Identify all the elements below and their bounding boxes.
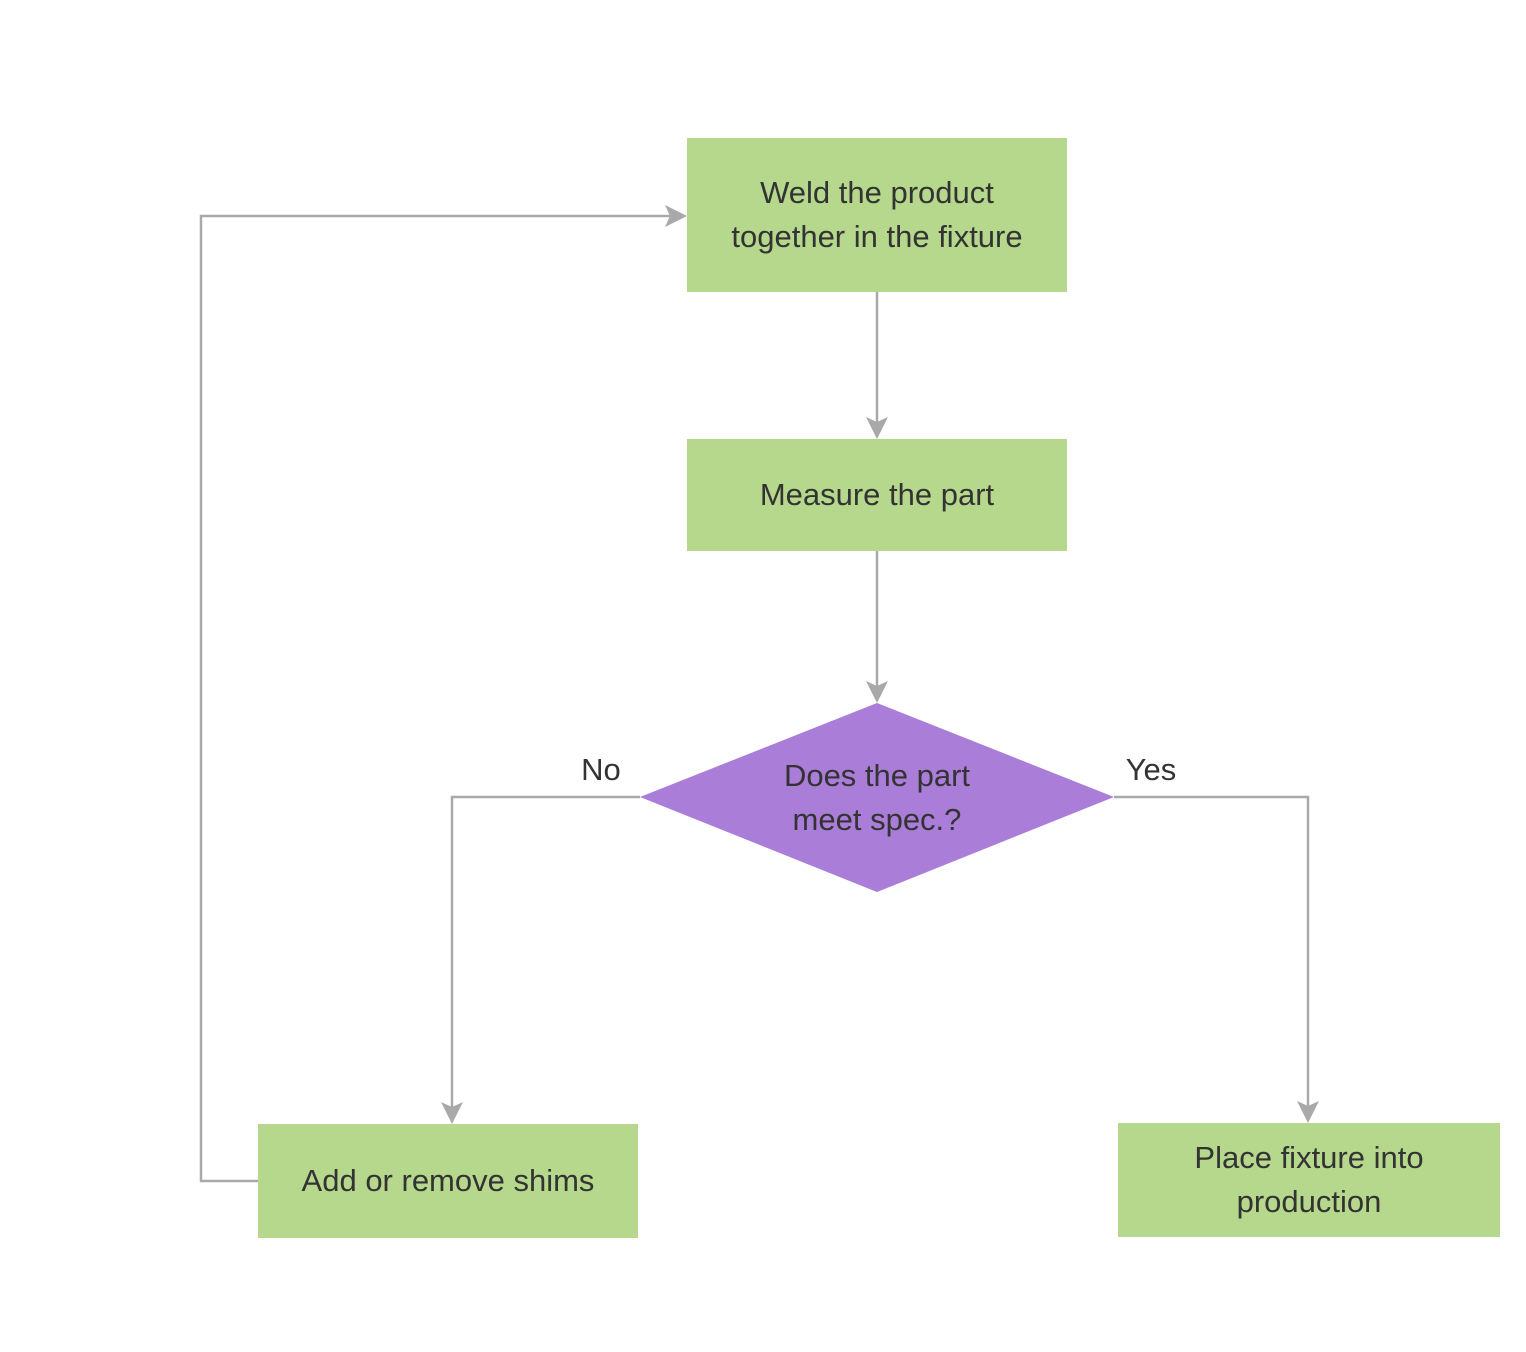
arrowhead-weld-to-measure (866, 417, 888, 439)
edge-label-no: No (581, 752, 621, 787)
arrowhead-measure-to-decision (866, 681, 888, 703)
arrowhead-shims-feedback-to-weld (665, 205, 687, 227)
edge-decision-yes-to-production (1114, 795, 1310, 1107)
edge-shims-feedback-to-weld (199, 214, 671, 1183)
node-measure-part-label: Measure the part (759, 476, 995, 512)
node-measure-part: Measure the part (687, 439, 1067, 551)
arrowhead-decision-no-to-shims (441, 1102, 463, 1124)
arrowhead-decision-yes-to-production (1297, 1101, 1319, 1123)
node-weld-product: Weld the product together in the fixture (687, 138, 1067, 292)
node-place-fixture-production: Place fixture into production (1118, 1123, 1500, 1237)
node-decision-label-container: Does the part meet spec.? (727, 748, 1027, 848)
node-add-remove-shims: Add or remove shims (258, 1124, 638, 1238)
node-decision-label: Does the part meet spec.? (783, 757, 971, 837)
edge-decision-no-to-shims (450, 795, 640, 1108)
node-add-remove-shims-label: Add or remove shims (301, 1162, 595, 1198)
node-weld-product-label: Weld the product together in the fixture (731, 174, 1023, 254)
node-place-fixture-production-label: Place fixture into production (1194, 1139, 1424, 1219)
node-decision-diamond (640, 703, 1114, 892)
edge-label-yes: Yes (1125, 752, 1177, 787)
